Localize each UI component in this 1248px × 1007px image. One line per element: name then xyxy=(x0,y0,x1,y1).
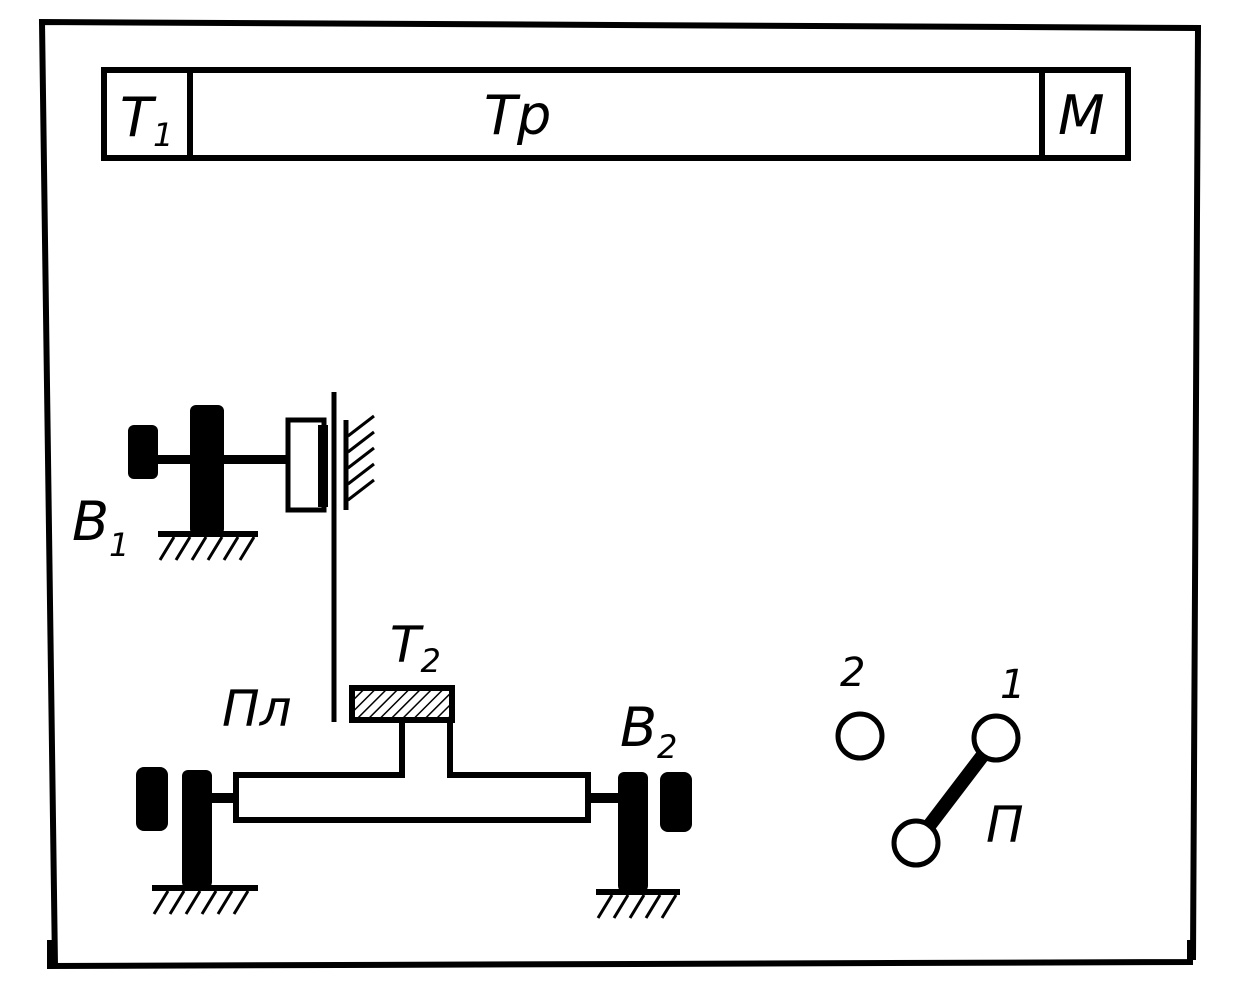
b1-ground-hatch xyxy=(158,536,256,561)
outer-frame xyxy=(38,18,1202,970)
t1-cell-label: T1 xyxy=(120,86,173,154)
b2-ground-hatch xyxy=(596,894,678,919)
b1-contact-pad-edge xyxy=(318,425,328,507)
left-shaft xyxy=(210,793,238,803)
switch: 2 1 П xyxy=(835,650,1025,868)
left-knob xyxy=(136,767,168,831)
t2-label: T2 xyxy=(390,616,441,680)
b1-stand xyxy=(190,405,224,535)
b1-mechanism: B1 xyxy=(72,405,375,564)
contact-2-terminal xyxy=(835,711,885,761)
top-bar: T1 Tp M xyxy=(101,67,1131,161)
carriage xyxy=(233,720,591,823)
b1-wall-hatch xyxy=(347,414,375,502)
b2-shaft xyxy=(586,793,620,803)
left-stand xyxy=(182,770,212,888)
top-bar-frame xyxy=(101,67,1131,161)
b2-stand xyxy=(618,772,648,892)
b2-support: B2 xyxy=(586,696,692,919)
left-ground-hatch xyxy=(152,890,250,915)
b-left-support xyxy=(136,767,258,915)
b2-knob xyxy=(660,772,692,832)
m-cell-label: M xyxy=(1058,84,1105,147)
t2-block: T2 xyxy=(349,616,455,723)
tr-cell-label: Tp xyxy=(484,84,551,147)
switch-pivot xyxy=(891,818,941,868)
t2-hatched-bar xyxy=(349,685,455,723)
b2-label: B2 xyxy=(620,696,677,766)
contact-1-terminal xyxy=(971,713,1021,763)
contact-1-label: 1 xyxy=(1000,662,1025,708)
contact-2-label: 2 xyxy=(840,650,865,696)
plate-label: Пл xyxy=(222,680,292,738)
b1-knob xyxy=(128,425,158,479)
switch-label: П xyxy=(986,796,1024,854)
b1-label: B1 xyxy=(72,490,129,564)
